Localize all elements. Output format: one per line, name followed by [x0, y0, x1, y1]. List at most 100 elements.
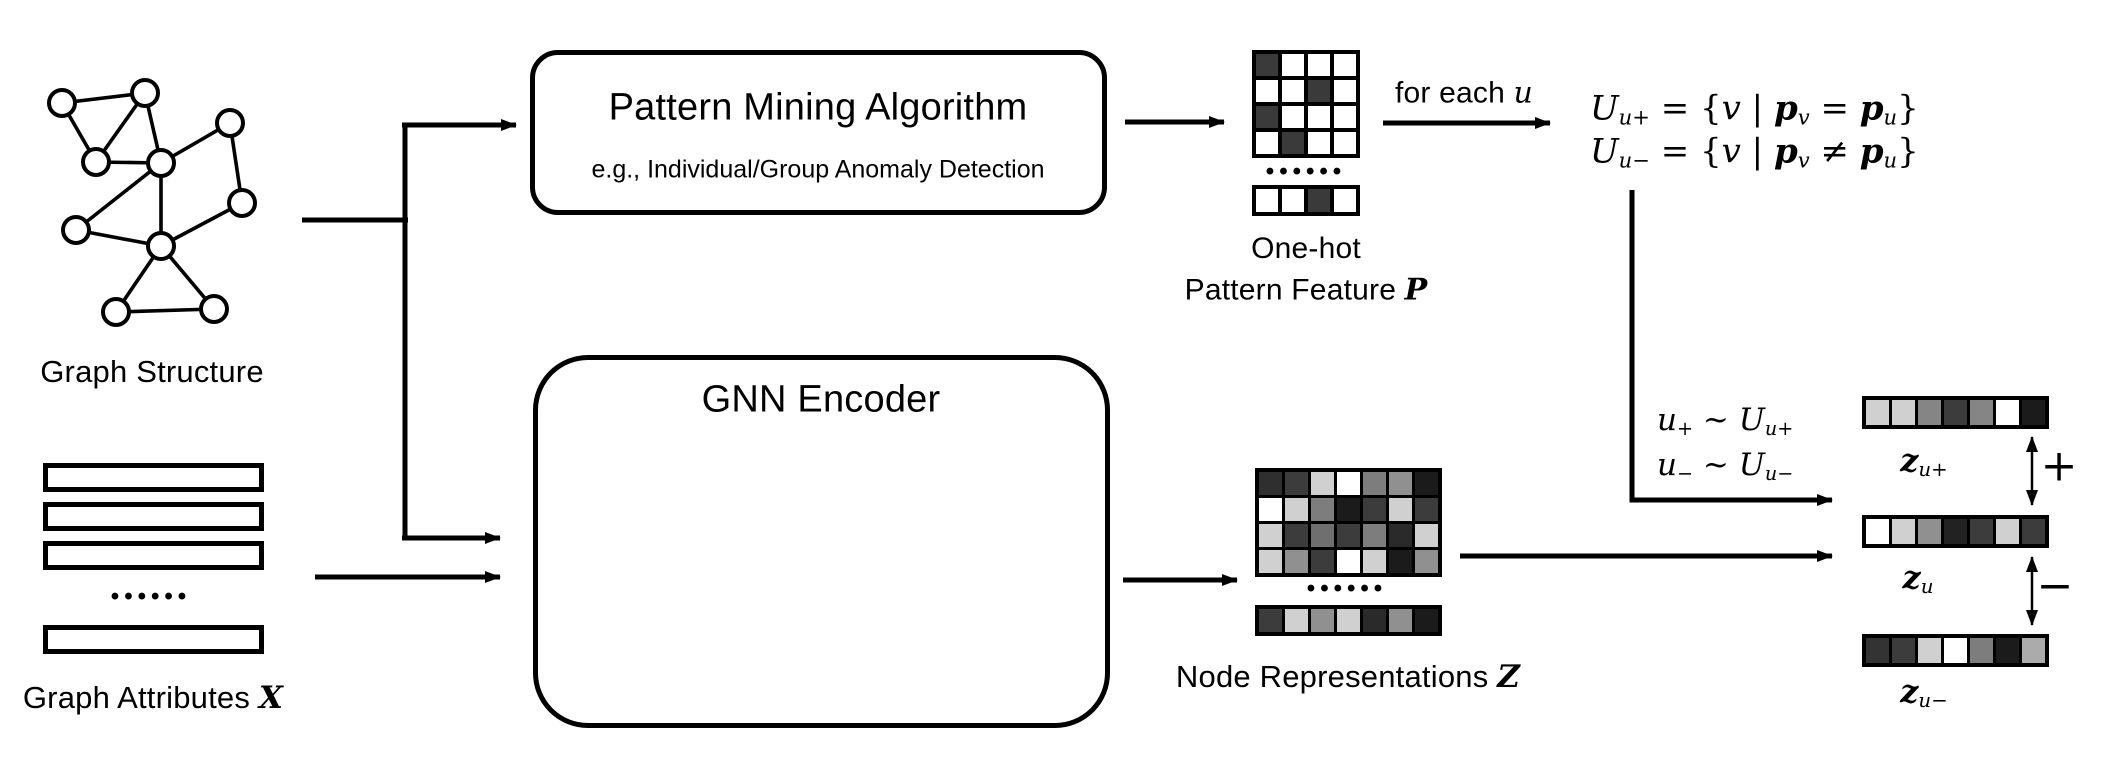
- matrix-cell: [1259, 472, 1282, 495]
- z-u-minus-label: zu−: [1900, 672, 1948, 712]
- matrix-cell: [1944, 638, 1967, 663]
- positive-pair-sign: +: [2040, 440, 2078, 492]
- such-that-bar: |: [1740, 88, 1774, 129]
- u-symbol: u: [1657, 447, 1677, 484]
- matrix-cell: [1996, 638, 2019, 663]
- matrix-cell: [1308, 106, 1330, 128]
- matrix-cell: [1308, 132, 1330, 154]
- gnn-encoder-box: [533, 355, 1110, 728]
- matrix-cell: [1918, 400, 1941, 425]
- z-u-minus-vector: [1862, 634, 2049, 667]
- sub-v: v: [1797, 104, 1810, 130]
- one-hot-ellipsis: ••••••: [1265, 158, 1347, 185]
- matrix-cell: [1389, 550, 1412, 573]
- sub-plus: +: [1931, 457, 1948, 481]
- for-each-u-symbol: u: [1513, 75, 1534, 111]
- matrix-cell: [1308, 189, 1330, 212]
- matrix-cell: [1285, 524, 1308, 547]
- matrix-cell: [1892, 519, 1915, 544]
- matrix-cell: [1415, 550, 1438, 573]
- matrix-cell: [1389, 498, 1412, 521]
- z-u-plus-label: zu+: [1900, 441, 1948, 481]
- connector-sets-to-zplus: [1629, 190, 1833, 506]
- negative-pair-sign: −: [2036, 560, 2074, 612]
- p-vector-symbol: p: [1859, 88, 1884, 129]
- sub-plus: +: [1632, 104, 1650, 130]
- z-u-vector: [1862, 515, 2049, 548]
- p-vector-symbol: p: [1773, 88, 1798, 129]
- sub-plus: +: [1676, 416, 1694, 440]
- left-brace: {: [1700, 131, 1722, 172]
- matrix-cell: [1285, 498, 1308, 521]
- negative-set-formula: Uu− = {v | pv ≠ pu}: [1590, 131, 1919, 172]
- matrix-cell: [1996, 519, 2019, 544]
- matrix-cell: [1415, 609, 1438, 632]
- matrix-cell: [1311, 524, 1334, 547]
- positive-set-formula: Uu+ = {v | pv = pu}: [1590, 88, 1919, 129]
- matrix-cell: [1337, 550, 1360, 573]
- matrix-cell: [1363, 498, 1386, 521]
- negative-sampling-formula: u− ~ Uu−: [1657, 447, 1793, 485]
- graph-structure-label: Graph Structure: [40, 354, 264, 389]
- attribute-row-bar: [43, 541, 264, 570]
- matrix-cell: [1334, 54, 1356, 76]
- matrix-cell: [1415, 472, 1438, 495]
- matrix-cell: [1389, 524, 1412, 547]
- representations-ellipsis: ••••••: [1306, 575, 1388, 602]
- for-each-u-label: for each u: [1395, 76, 1533, 111]
- representations-symbol-Z: Z: [1497, 659, 1521, 695]
- one-hot-label-text: Pattern Feature: [1184, 273, 1405, 307]
- equals: =: [1649, 131, 1701, 172]
- matrix-cell: [1256, 189, 1278, 212]
- matrix-cell: [1311, 550, 1334, 573]
- matrix-cell: [1363, 550, 1386, 573]
- matrix-cell: [1337, 609, 1360, 632]
- matrix-cell: [1256, 54, 1278, 76]
- pattern-mining-title: Pattern Mining Algorithm: [608, 86, 1028, 129]
- sampled-from-tilde: ~: [1693, 447, 1739, 484]
- matrix-cell: [1259, 609, 1282, 632]
- matrix-cell: [1282, 80, 1304, 102]
- matrix-cell: [1892, 638, 1915, 663]
- sub-u: u: [1883, 104, 1898, 130]
- matrix-cell: [1334, 189, 1356, 212]
- matrix-cell: [2022, 519, 2045, 544]
- one-hot-pattern-row: [1252, 185, 1360, 216]
- matrix-cell: [1308, 80, 1330, 102]
- matrix-cell: [1282, 132, 1304, 154]
- matrix-cell: [1282, 189, 1304, 212]
- matrix-cell: [1259, 498, 1282, 521]
- matrix-cell: [1415, 498, 1438, 521]
- one-hot-pattern-matrix: [1252, 50, 1360, 158]
- matrix-cell: [1337, 524, 1360, 547]
- set-U-symbol: U: [1590, 88, 1619, 129]
- z-u-plus-vector: [1862, 396, 2049, 429]
- matrix-cell: [1389, 609, 1412, 632]
- matrix-cell: [1334, 132, 1356, 154]
- matrix-cell: [1970, 400, 1993, 425]
- graph-attributes-label: Graph Attributes X: [23, 680, 283, 716]
- set-U-symbol: U: [1738, 447, 1765, 484]
- attributes-symbol-X: X: [258, 680, 284, 716]
- sub-u: u: [1764, 461, 1778, 485]
- node-representations-row: [1255, 605, 1442, 636]
- matrix-cell: [2022, 638, 2045, 663]
- attributes-ellipsis: ••••••: [110, 583, 192, 610]
- right-brace: }: [1897, 131, 1919, 172]
- for-each-text: for each: [1394, 76, 1514, 110]
- one-hot-label-line2: Pattern Feature P: [1185, 273, 1428, 308]
- sub-minus: −: [1777, 461, 1794, 485]
- p-vector-symbol: p: [1773, 131, 1798, 172]
- matrix-cell: [1866, 519, 1889, 544]
- matrix-cell: [1363, 472, 1386, 495]
- matrix-cell: [1337, 498, 1360, 521]
- such-that-bar: |: [1740, 131, 1774, 172]
- v-symbol: v: [1721, 131, 1741, 172]
- matrix-cell: [2022, 400, 2045, 425]
- z-symbol: z: [1902, 558, 1921, 597]
- matrix-cell: [1334, 106, 1356, 128]
- matrix-cell: [1363, 609, 1386, 632]
- sub-u: u: [1618, 104, 1633, 130]
- matrix-cell: [1282, 106, 1304, 128]
